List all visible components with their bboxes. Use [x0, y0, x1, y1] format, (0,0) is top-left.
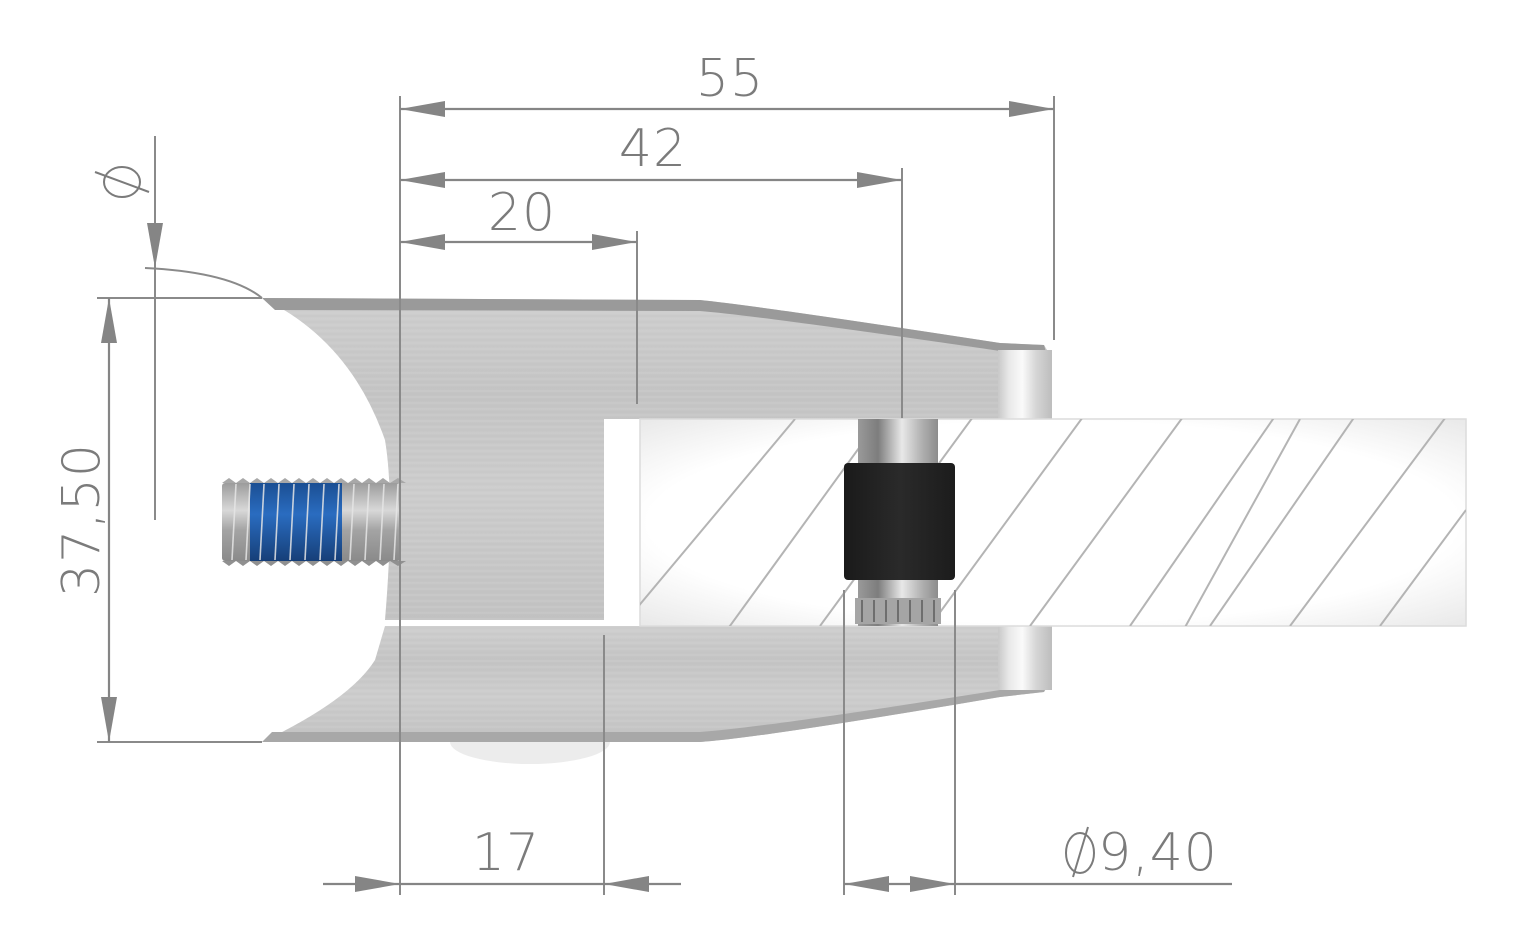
svg-text:9,40: 9,40 [1098, 823, 1218, 883]
svg-text:37,50: 37,50 [52, 443, 112, 597]
dimension-pipe-diameter [94, 166, 263, 299]
glass-gap [604, 419, 640, 626]
glass-panel [639, 418, 1467, 627]
dimension-pin-position: 42 [400, 119, 902, 188]
svg-text:42: 42 [619, 119, 687, 179]
clamp-end-cap-bottom [998, 626, 1052, 690]
dimension-glass-insert-depth: 20 [400, 183, 637, 250]
dimension-pin-diameter: 9,40 [844, 823, 1232, 892]
diameter-symbol-icon [94, 166, 150, 198]
dimension-height: 37,50 [52, 298, 117, 742]
clamp-bottom-edge [262, 688, 1046, 742]
thread-lock-coating [250, 483, 342, 561]
clamp-body [262, 298, 1052, 764]
svg-text:17: 17 [472, 823, 540, 883]
dimension-overall-length: 55 [400, 49, 1054, 117]
clamp-top-edge [262, 298, 1046, 352]
dimensions: 55 42 20 37,50 [52, 49, 1232, 895]
svg-text:55: 55 [696, 49, 764, 109]
diameter-symbol-icon [1065, 826, 1095, 878]
clamp-end-cap-top [998, 350, 1052, 419]
mounting-screw [222, 478, 406, 566]
rubber-sleeve [844, 463, 955, 580]
dimension-rear-body-length: 17 [323, 823, 681, 892]
safety-pin [844, 419, 955, 626]
svg-text:20: 20 [488, 183, 556, 243]
